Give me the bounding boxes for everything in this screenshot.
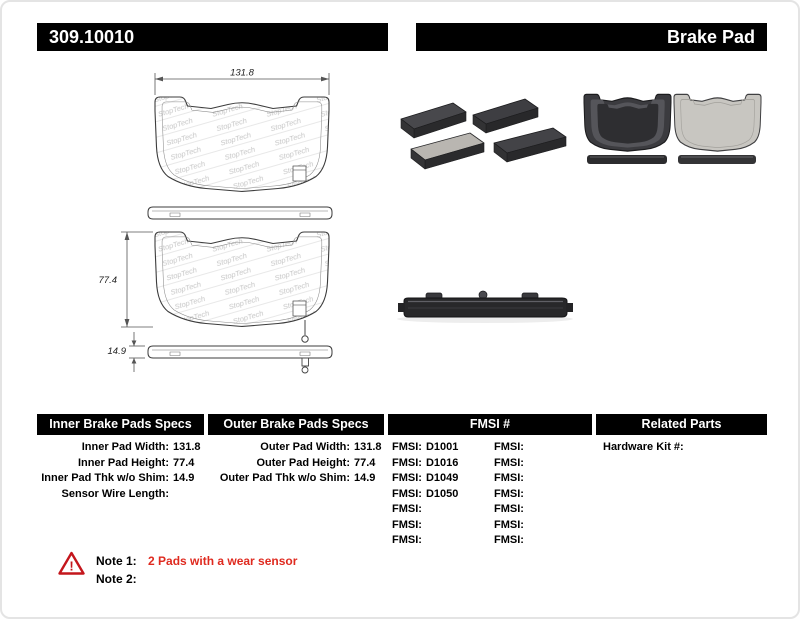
fmsi-value: D1001 (425, 441, 459, 453)
fmsi-row: FMSI: (494, 502, 528, 518)
related-parts-header: Related Parts (596, 414, 767, 435)
fmsi-label: FMSI: (494, 503, 524, 515)
inner-specs-column: Inner Pad Width: 131.8 Inner Pad Height: 7… (37, 440, 205, 502)
fmsi-label: FMSI: (392, 503, 422, 515)
fmsi-label: FMSI: (392, 518, 422, 531)
spec-label: Inner Pad Height: (77, 456, 169, 469)
fmsi-label: FMSI: (494, 534, 524, 546)
part-number-bar: 309.10010 (37, 23, 388, 51)
angled-pad-1 (400, 102, 467, 139)
spec-value: 14.9 (173, 472, 195, 484)
product-type-bar: Brake Pad (416, 23, 767, 51)
fmsi-label: FMSI: (494, 456, 524, 469)
related-label: Hardware Kit #: (603, 441, 684, 453)
fmsi-row: FMSI: (494, 533, 528, 549)
fmsi-column-1: FMSI:D1001 FMSI:D1016 FMSI:D1049 FMSI:D1… (392, 440, 458, 549)
spec-value: 14.9 (354, 472, 376, 484)
warning-icon: ! (58, 551, 85, 581)
fmsi-row: FMSI: (494, 487, 528, 503)
fmsi-label: FMSI: (494, 441, 524, 453)
note-2: Note 2: (96, 572, 145, 586)
fmsi-row: FMSI: (392, 502, 458, 518)
fmsi-row: FMSI:D1001 (392, 440, 458, 456)
note-2-label: Note 2: (96, 572, 137, 586)
fmsi-row: FMSI:D1050 (392, 487, 458, 503)
note-1-label: Note 1: (96, 554, 137, 568)
technical-drawing: 131.8 (99, 68, 333, 374)
pad-back-face (583, 93, 672, 152)
spec-row: Outer Pad Thk w/o Shim: 14.9 (208, 471, 384, 487)
pad-edge-strip-left (587, 155, 667, 164)
inner-specs-header: Inner Brake Pads Specs (37, 414, 204, 435)
angled-pad-3 (410, 132, 485, 170)
angled-pad-2 (472, 98, 539, 134)
spec-label: Outer Pad Width: (260, 441, 350, 453)
fmsi-label: FMSI: (494, 472, 524, 484)
width-dimension: 131.8 (154, 68, 330, 95)
fmsi-header: FMSI # (388, 414, 592, 435)
fmsi-label: FMSI: (392, 441, 422, 453)
warning-glyph: ! (69, 559, 73, 574)
spec-label: Outer Pad Height: (256, 456, 350, 469)
pad-drawing-top (154, 96, 330, 193)
fmsi-label: FMSI: (392, 456, 422, 469)
spec-label: Inner Pad Thk w/o Shim: (41, 472, 169, 484)
related-parts-column: Hardware Kit #: (603, 440, 688, 456)
fmsi-value: D1016 (425, 456, 459, 469)
height-dimension: 77.4 (99, 231, 153, 328)
spec-row: Sensor Wire Length: (37, 487, 205, 503)
fmsi-row: FMSI:D1016 (392, 456, 458, 472)
shim-drawing-top (147, 206, 333, 220)
fmsi-value: D1049 (425, 472, 459, 484)
outer-specs-column: Outer Pad Width: 131.8 Outer Pad Height: 7… (208, 440, 384, 487)
fmsi-row: FMSI: (392, 518, 458, 534)
shim-sensor-pin (301, 357, 309, 374)
fmsi-row: FMSI: (494, 518, 528, 534)
fmsi-label: FMSI: (392, 472, 422, 484)
spec-label: Inner Pad Width: (81, 441, 169, 453)
outer-specs-header: Outer Brake Pads Specs (208, 414, 384, 435)
fmsi-label: FMSI: (392, 534, 422, 546)
fmsi-row: FMSI: (392, 533, 458, 549)
spec-value: 131.8 (354, 441, 382, 453)
spec-row: Inner Pad Width: 131.8 (37, 440, 205, 456)
graphics-area: StopTech 131.8 (99, 68, 762, 374)
note-1: Note 1: 2 Pads with a wear sensor (96, 554, 297, 568)
angled-pad-4 (493, 127, 567, 163)
fmsi-label: FMSI: (392, 487, 422, 500)
fmsi-row: FMSI: (494, 456, 528, 472)
height-dim-label: 77.4 (99, 275, 118, 286)
part-number: 309.10010 (49, 27, 135, 47)
spec-label: Outer Pad Thk w/o Shim: (219, 472, 350, 484)
related-row: Hardware Kit #: (603, 440, 688, 456)
fmsi-value: D1050 (425, 487, 459, 500)
fmsi-row: FMSI:D1049 (392, 471, 458, 487)
page-title: Brake Pad (666, 27, 755, 47)
width-dim-label: 131.8 (230, 68, 254, 79)
fmsi-column-2: FMSI: FMSI: FMSI: FMSI: FMSI: FMSI: FMSI… (494, 440, 528, 549)
spec-label: Sensor Wire Length: (61, 487, 169, 500)
spec-row: Inner Pad Height: 77.4 (37, 456, 205, 472)
note-1-text: 2 Pads with a wear sensor (148, 554, 298, 568)
product-photo-angled-set (400, 98, 567, 170)
fmsi-label: FMSI: (494, 518, 524, 531)
wear-sensor-pin (301, 320, 309, 343)
product-photo-front-back (583, 93, 762, 164)
pad-drawing-bottom (154, 231, 330, 328)
spec-row: Inner Pad Thk w/o Shim: 14.9 (37, 471, 205, 487)
fmsi-row: FMSI: (494, 471, 528, 487)
thickness-dimension: 14.9 (108, 332, 145, 372)
fmsi-row: FMSI: (494, 440, 528, 456)
spec-value: 77.4 (354, 456, 376, 469)
shim-drawing-bottom (147, 345, 333, 359)
spec-value: 77.4 (173, 456, 195, 469)
fmsi-label: FMSI: (494, 487, 524, 500)
spec-row: Outer Pad Height: 77.4 (208, 456, 384, 472)
spec-value: 131.8 (173, 441, 201, 453)
pad-edge-strip-right (678, 155, 756, 164)
thickness-dim-label: 14.9 (108, 346, 127, 357)
product-photo-edge (397, 290, 573, 323)
pad-friction-face (673, 93, 762, 152)
spec-row: Outer Pad Width: 131.8 (208, 440, 384, 456)
